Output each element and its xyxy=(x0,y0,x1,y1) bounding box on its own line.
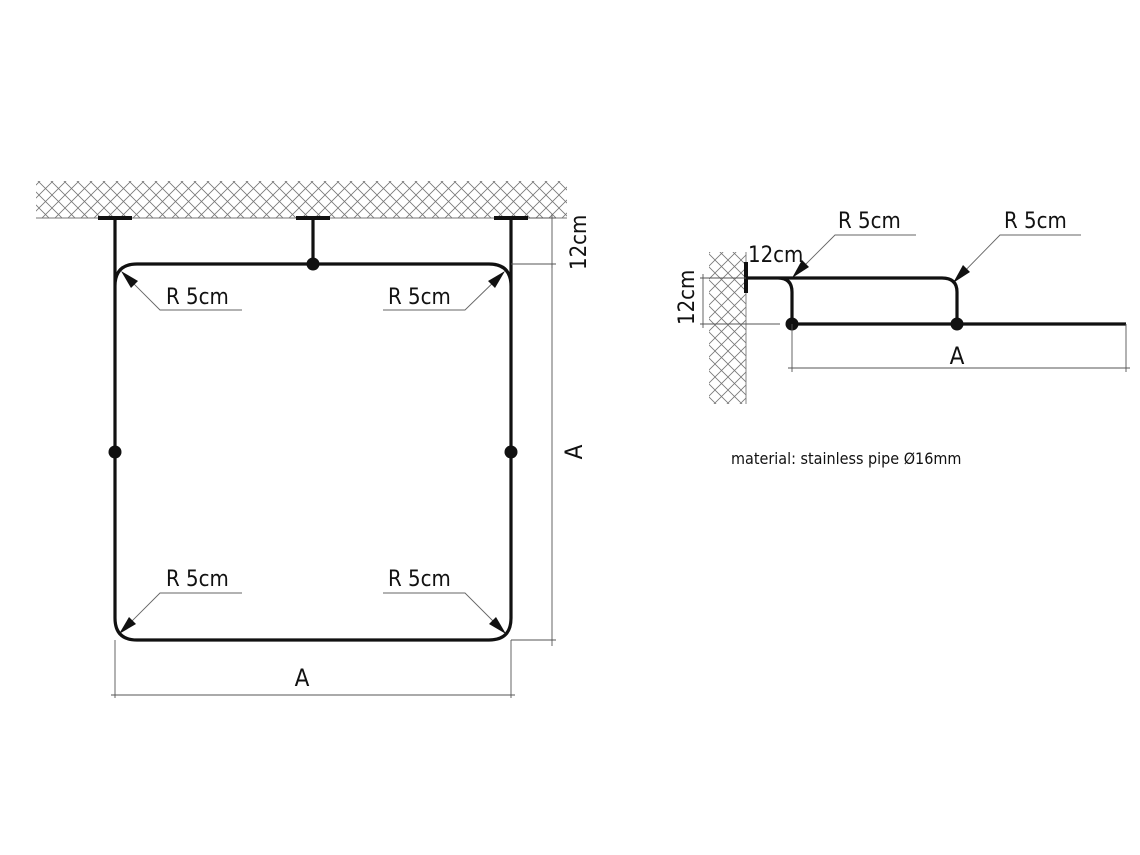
radius-label: R 5cm xyxy=(388,567,451,592)
horizontal-offset-label: 12cm xyxy=(748,243,803,268)
radius-label: R 5cm xyxy=(388,285,451,310)
radius-leader-top-left: R 5cm xyxy=(121,271,242,311)
wall-hatch xyxy=(709,252,747,404)
length-label: A xyxy=(950,342,965,370)
radius-label: R 5cm xyxy=(166,285,229,310)
height-label: A xyxy=(560,444,588,459)
ceiling-mounts xyxy=(98,216,528,264)
radius-leader-top-right: R 5cm xyxy=(383,271,505,311)
offset-label: 12cm xyxy=(567,215,592,270)
radius-label: R 5cm xyxy=(166,567,229,592)
ceiling-hatch xyxy=(36,181,567,219)
front-view: R 5cm R 5cm R 5cm R 5cm 12cm A xyxy=(36,181,592,698)
radius-label: R 5cm xyxy=(838,209,901,234)
radius-leader-bottom-right: R 5cm xyxy=(383,567,506,634)
vertical-offset-dimension: 12cm xyxy=(675,270,780,328)
side-view: R 5cm R 5cm 12cm 12cm A material: stainl… xyxy=(675,209,1130,468)
radius-leader-right: R 5cm xyxy=(953,209,1081,283)
height-dimension: A xyxy=(511,264,588,646)
radius-label: R 5cm xyxy=(1004,209,1067,234)
vertical-offset-label: 12cm xyxy=(675,270,700,325)
length-dimension: A xyxy=(788,324,1130,372)
rod-profile xyxy=(746,276,1126,326)
offset-dimension: 12cm xyxy=(511,214,592,270)
radius-leader-bottom-left: R 5cm xyxy=(119,567,242,634)
joint-dots xyxy=(108,257,518,459)
radius-leader-left: R 5cm xyxy=(792,209,916,278)
material-note: material: stainless pipe Ø16mm xyxy=(731,449,961,468)
width-dimension: A xyxy=(111,640,515,698)
width-label: A xyxy=(295,664,310,692)
